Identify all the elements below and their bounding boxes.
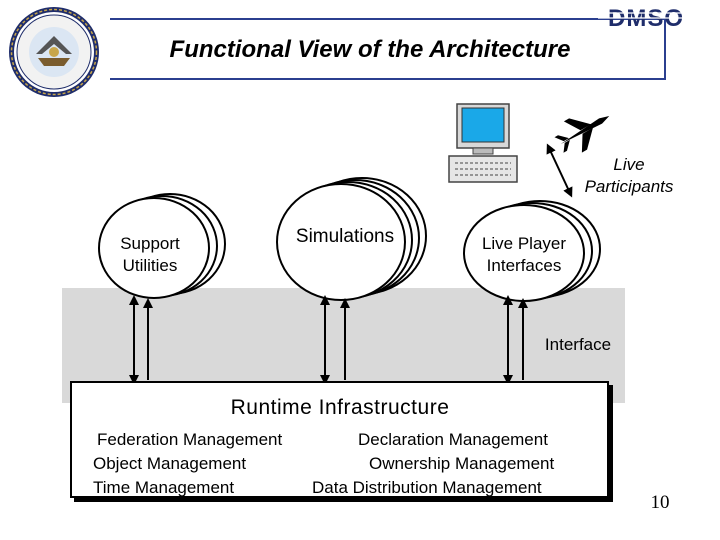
header-rule-right xyxy=(664,18,666,80)
live-participants-label: Live Participants xyxy=(584,155,674,196)
computer-terminal-icon xyxy=(448,103,518,183)
page-number: 10 xyxy=(650,492,670,513)
live-link-arrow xyxy=(546,143,573,198)
ownership-management-service: Ownership Management xyxy=(369,454,555,473)
runtime-infrastructure-box xyxy=(70,381,609,498)
header-rule-top xyxy=(110,18,666,20)
support-utilities-label: Support Utilities xyxy=(120,234,180,275)
interface-label: Interface xyxy=(544,335,612,354)
runtime-infrastructure-title: Runtime Infrastructure xyxy=(230,396,450,419)
jet-aircraft-icon xyxy=(554,116,610,153)
federation-management-service: Federation Management xyxy=(97,430,283,449)
time-management-service: Time Management xyxy=(93,478,235,497)
header-rule-bottom xyxy=(110,78,666,80)
live-player-interfaces-label: Live Player Interfaces xyxy=(481,234,567,275)
simulations-circles xyxy=(276,177,427,301)
dmso-logo-icon: DMSO xyxy=(598,5,694,32)
declaration-management-service: Declaration Management xyxy=(358,430,548,449)
data-distribution-management-service: Data Distribution Management xyxy=(312,478,542,497)
slide-title: Functional View of the Architecture xyxy=(169,36,571,63)
simulations-label: Simulations xyxy=(295,226,395,247)
live-player-interfaces-circles xyxy=(463,200,601,302)
dod-seal-icon xyxy=(9,7,99,97)
object-management-service: Object Management xyxy=(93,454,247,473)
support-utilities-circles xyxy=(98,193,226,299)
